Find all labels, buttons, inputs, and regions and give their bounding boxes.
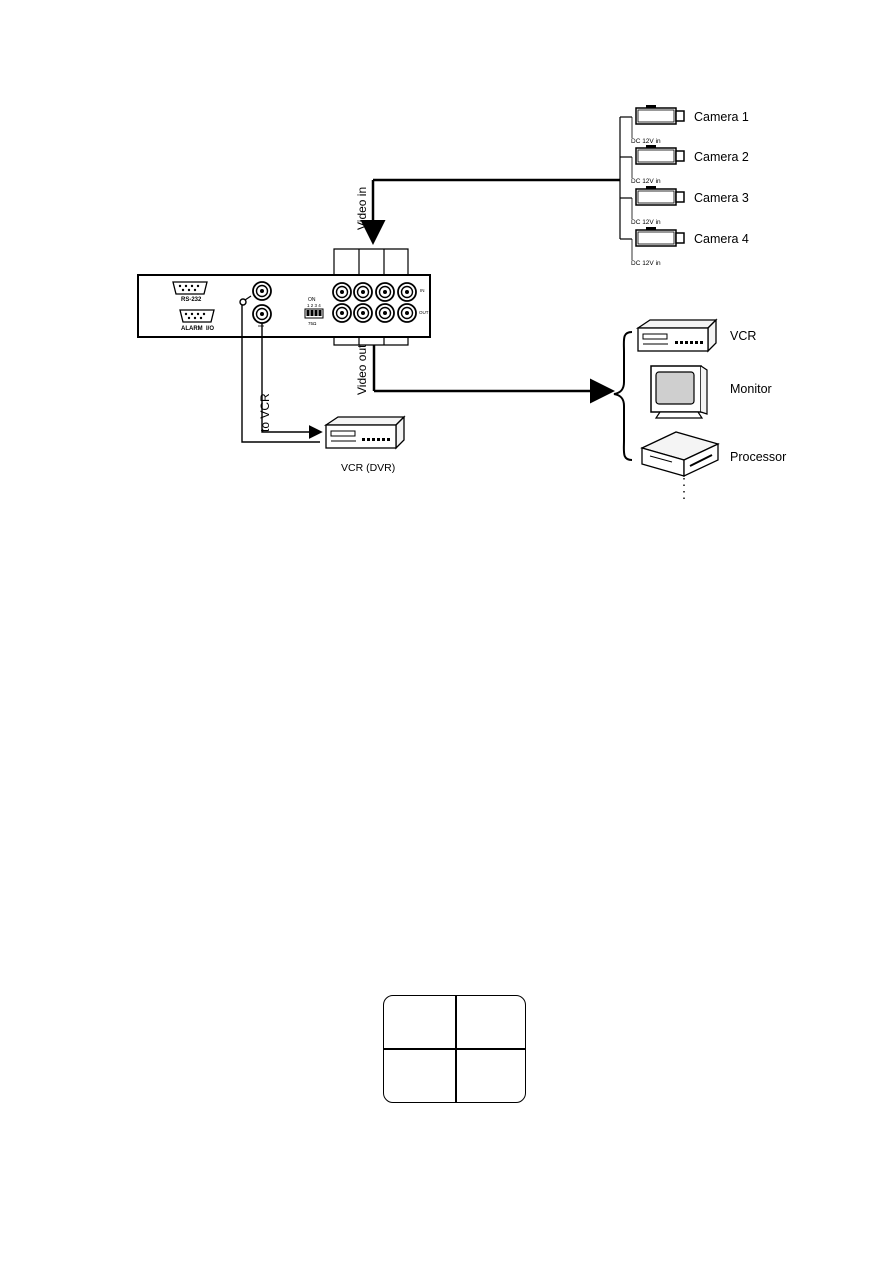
camera-label: Camera 2 xyxy=(694,150,749,164)
camera-label: Camera 3 xyxy=(694,191,749,205)
video-out-label: Video out xyxy=(355,344,369,395)
input-bnc-1 xyxy=(332,282,352,302)
output-bnc-4 xyxy=(397,303,417,323)
dip-ohm-label: 75Ω xyxy=(308,321,317,326)
quad-split-screen-icon xyxy=(383,995,526,1103)
vcr-bnc-pair xyxy=(239,281,272,327)
rs232-label: RS-232 xyxy=(181,297,202,303)
vcr-dvr-device: VCR (DVR) xyxy=(323,415,406,474)
vcr-icon xyxy=(635,318,718,353)
power-label: DC 12V in xyxy=(631,138,661,145)
to-vcr-label: to VCR xyxy=(258,393,272,432)
input-bnc-4 xyxy=(397,282,417,302)
camera-4: Camera 4 DC 12V in xyxy=(631,226,749,267)
camera-icon xyxy=(635,226,685,247)
input-bnc-2 xyxy=(353,282,373,302)
camera-icon xyxy=(635,144,685,165)
output-label: VCR xyxy=(730,329,756,343)
input-bnc-3 xyxy=(375,282,395,302)
io-label: I/O xyxy=(206,326,214,332)
camera-icon xyxy=(635,185,685,206)
vcr-dvr-label: VCR (DVR) xyxy=(341,462,395,474)
alarm-label: ALARM xyxy=(181,326,203,332)
output-label: Processor xyxy=(730,450,786,464)
vcr-in-bnc xyxy=(252,281,272,301)
camera-label: Camera 1 xyxy=(694,110,749,124)
quad-horizontal-divider xyxy=(384,1048,525,1050)
camera-2: Camera 2 DC 12V in xyxy=(631,144,749,185)
power-label: DC 12V in xyxy=(631,219,661,226)
camera-1: Camera 1 DC 12V in xyxy=(631,104,749,145)
dip-numbers: 1 2 3 4 xyxy=(307,303,321,308)
power-label: DC 12V in xyxy=(631,260,661,267)
power-label: DC 12V in xyxy=(631,178,661,185)
output-vcr: VCR xyxy=(635,318,756,353)
output-monitor: Monitor xyxy=(650,365,772,419)
output-bnc-1 xyxy=(332,303,352,323)
dip-switch: ON 1 2 3 4 75Ω xyxy=(304,297,324,326)
camera-icon xyxy=(635,104,685,125)
in-label: IN xyxy=(420,288,425,293)
video-in-label: Video in xyxy=(355,187,369,230)
out-label: OUT xyxy=(419,310,429,315)
output-bnc-2 xyxy=(353,303,373,323)
quad-processor-rear-panel: RS-232 ALARM I/O ON 1 2 3 4 xyxy=(137,248,431,346)
output-processor: Processor xyxy=(640,431,786,500)
dip-title: ON xyxy=(308,297,316,303)
rs232-port: RS-232 xyxy=(172,281,208,303)
to-vcr-wire: to VCR xyxy=(241,305,323,443)
camera-label: Camera 4 xyxy=(694,232,749,246)
video-in-wire: Video in xyxy=(355,178,620,245)
video-out-wire: Video out xyxy=(355,344,615,404)
output-bnc-3 xyxy=(375,303,395,323)
vcr-out-bnc xyxy=(252,304,272,324)
camera-bus xyxy=(619,116,633,260)
camera-3: Camera 3 DC 12V in xyxy=(631,185,749,226)
output-brace xyxy=(613,331,633,461)
output-label: Monitor xyxy=(730,382,772,396)
vcr-icon xyxy=(323,415,406,450)
monitor-icon xyxy=(650,365,708,419)
alarm-io-port: ALARM I/O xyxy=(179,309,215,332)
camera-bnc-array: IN OUT xyxy=(332,282,429,323)
processor-icon xyxy=(640,431,720,478)
